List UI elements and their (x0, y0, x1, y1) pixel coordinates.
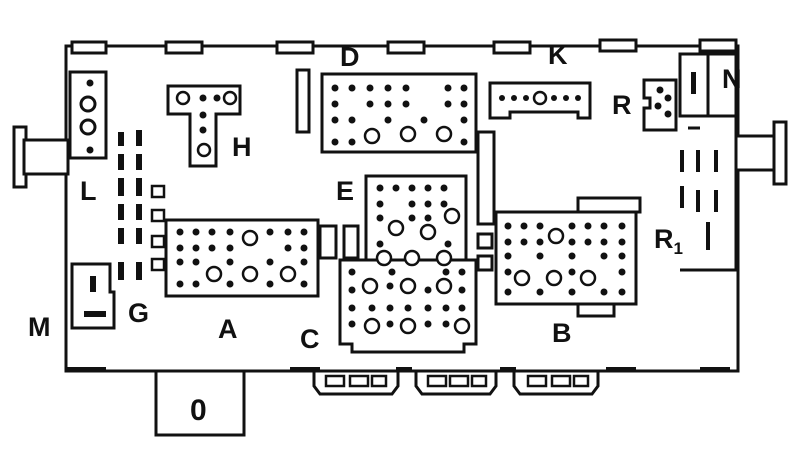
connector-c (338, 249, 478, 354)
label-a: A (218, 314, 238, 344)
label-l: L (80, 176, 97, 206)
relay-l (68, 70, 108, 160)
bottom-marks (66, 367, 730, 372)
bottom-mark (396, 367, 412, 372)
connector-b (494, 196, 642, 318)
label-r: R (612, 90, 632, 120)
connector-n (678, 52, 738, 118)
top-clip (492, 40, 532, 55)
label-e: E (336, 176, 354, 206)
bottom-mark (606, 367, 636, 372)
connector-a-body (164, 218, 320, 298)
bottom-plugs (312, 369, 600, 396)
left-mount (12, 125, 70, 189)
relay-l-body (68, 70, 108, 160)
right-mount-plate (772, 120, 788, 186)
link-d-b (476, 130, 496, 226)
connector-d (320, 72, 478, 154)
right-mount-shaft (734, 134, 778, 172)
connector-k (488, 81, 592, 120)
label-o: 0 (190, 394, 207, 427)
connector-d-body (320, 72, 478, 154)
top-clip (598, 38, 638, 53)
connector-b-body (494, 210, 638, 306)
label-d: D (340, 42, 360, 72)
label-g: G (128, 298, 149, 328)
top-clip (698, 38, 738, 53)
label-c: C (300, 324, 320, 354)
label-r1-main: R (654, 224, 674, 254)
label-r1: R1 (654, 224, 683, 258)
label-r1-sub: 1 (674, 239, 683, 258)
top-clip (275, 40, 315, 55)
bottom-mark (290, 367, 320, 372)
fuse-strip-small (150, 184, 166, 272)
label-h: H (232, 132, 252, 162)
relay-m (70, 262, 116, 330)
bottom-mark (66, 367, 106, 372)
slot-d-side (295, 68, 311, 134)
top-clip (70, 40, 108, 55)
fuse-strip-g (118, 130, 142, 280)
relay-r (642, 78, 678, 132)
connector-e (364, 174, 468, 262)
connector-a (164, 218, 320, 298)
labels: D K N R H L E R1 G M A C B 0 (28, 40, 742, 427)
connector-o-body (154, 369, 246, 437)
right-mount (734, 120, 788, 186)
label-m: M (28, 312, 51, 342)
connector-b-tab-bottom (576, 302, 616, 318)
top-clip (386, 40, 426, 55)
bottom-mark (500, 367, 516, 372)
relay-h (166, 84, 242, 168)
area-r1-outline (680, 114, 738, 272)
relay-h-body (166, 84, 242, 168)
label-b: B (552, 318, 572, 348)
top-clip (164, 40, 204, 55)
connector-b-tab-top (576, 196, 642, 214)
top-clips (70, 38, 738, 55)
slots-c-b (476, 232, 494, 272)
left-mount-shaft (22, 138, 70, 176)
area-r1 (680, 114, 738, 272)
slots-a-c (318, 224, 360, 260)
label-n: N (722, 64, 742, 94)
relay-m-body (70, 262, 116, 330)
bottom-mark (700, 367, 730, 372)
connector-o (154, 369, 246, 437)
label-k: K (548, 40, 568, 70)
